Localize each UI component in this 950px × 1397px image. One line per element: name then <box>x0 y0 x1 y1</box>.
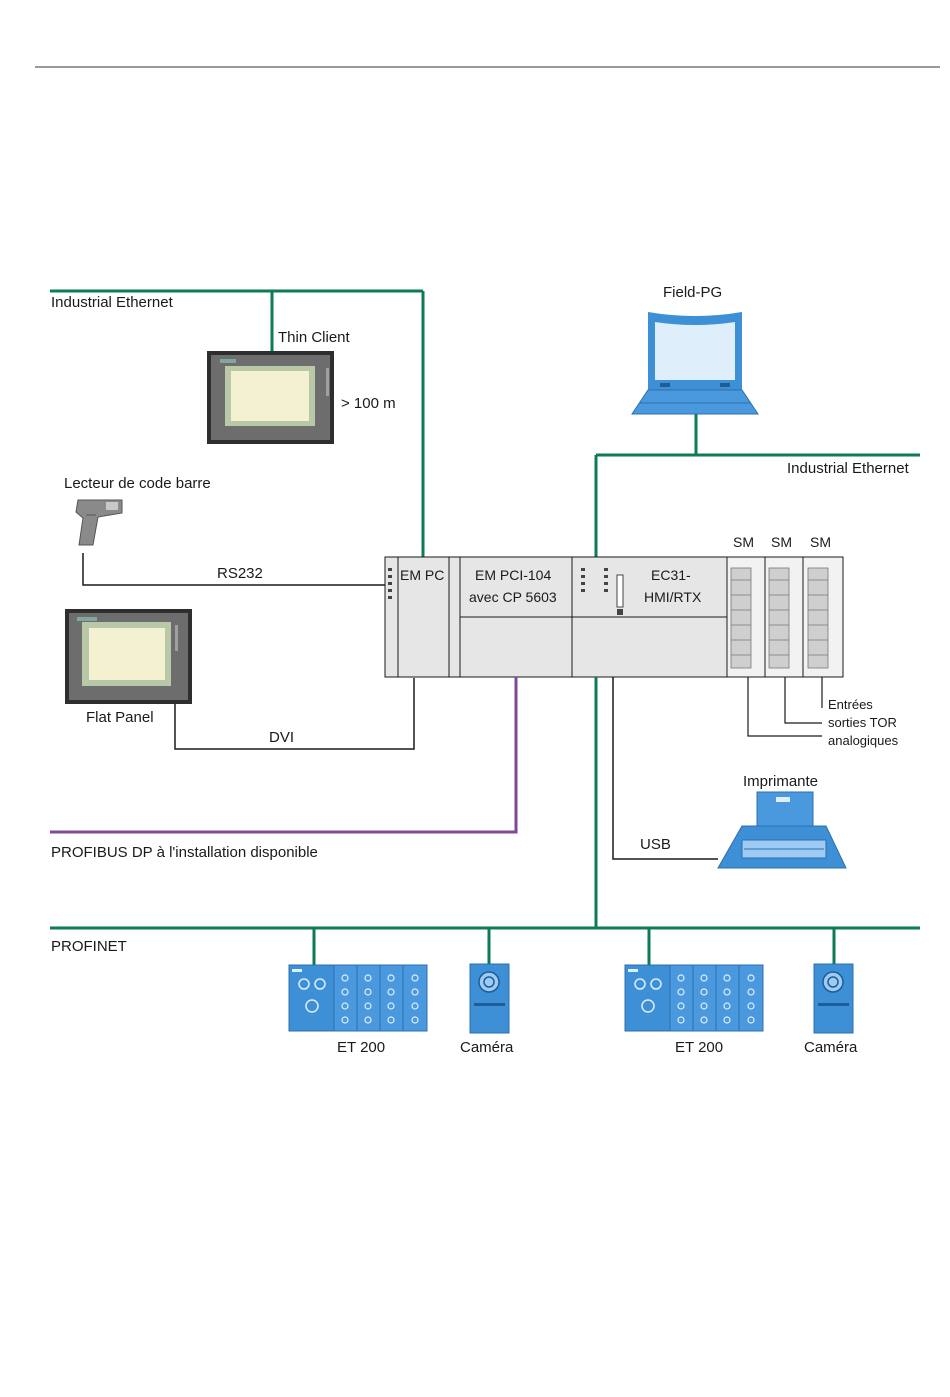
em-pci-label-line2: avec CP 5603 <box>469 589 557 605</box>
industrial-ethernet-right-label: Industrial Ethernet <box>787 460 910 477</box>
camera-b-icon <box>814 964 853 1033</box>
flat-panel <box>65 609 192 704</box>
camera-a-icon <box>470 964 509 1033</box>
rack-assembly <box>385 557 843 677</box>
barcode-scanner-icon <box>76 500 122 545</box>
io-label-line1: Entrées <box>828 697 873 712</box>
flat-panel-label: Flat Panel <box>86 709 154 726</box>
io-label-line2: sorties TOR <box>828 715 897 730</box>
dvi-cable <box>175 678 414 749</box>
field-pg-label: Field-PG <box>663 284 722 301</box>
printer-label: Imprimante <box>743 773 818 790</box>
dvi-label: DVI <box>269 729 294 746</box>
field-pg-laptop-icon <box>632 312 758 414</box>
camera-b-label: Caméra <box>804 1039 858 1056</box>
barcode-reader-label: Lecteur de code barre <box>64 475 211 492</box>
thin-client-label: Thin Client <box>278 329 351 346</box>
distance-label: > 100 m <box>341 395 396 412</box>
et200-a-label: ET 200 <box>337 1039 385 1056</box>
usb-cable <box>613 677 718 859</box>
thin-client-panel <box>207 351 334 444</box>
sm-label-1: SM <box>733 534 754 550</box>
et200-station-a <box>289 965 427 1031</box>
io-wiring <box>748 677 822 736</box>
camera-a-label: Caméra <box>460 1039 514 1056</box>
sm-label-3: SM <box>810 534 831 550</box>
et200-station-b <box>625 965 763 1031</box>
usb-label: USB <box>640 836 671 853</box>
io-label-line3: analogiques <box>828 733 899 748</box>
em-pc-label: EM PC <box>400 567 444 583</box>
ec31-label-line2: HMI/RTX <box>644 589 702 605</box>
industrial-ethernet-left-label: Industrial Ethernet <box>51 294 174 311</box>
et200-b-label: ET 200 <box>675 1039 723 1056</box>
rs232-label: RS232 <box>217 565 263 582</box>
sm-label-2: SM <box>771 534 792 550</box>
profibus-label: PROFIBUS DP à l'installation disponible <box>51 844 318 861</box>
printer-icon <box>718 792 846 868</box>
profinet-label: PROFINET <box>51 938 127 955</box>
industrial-ethernet-right <box>596 414 920 557</box>
ec31-label-line1: EC31- <box>651 567 691 583</box>
em-pci-label-line1: EM PCI-104 <box>475 567 551 583</box>
